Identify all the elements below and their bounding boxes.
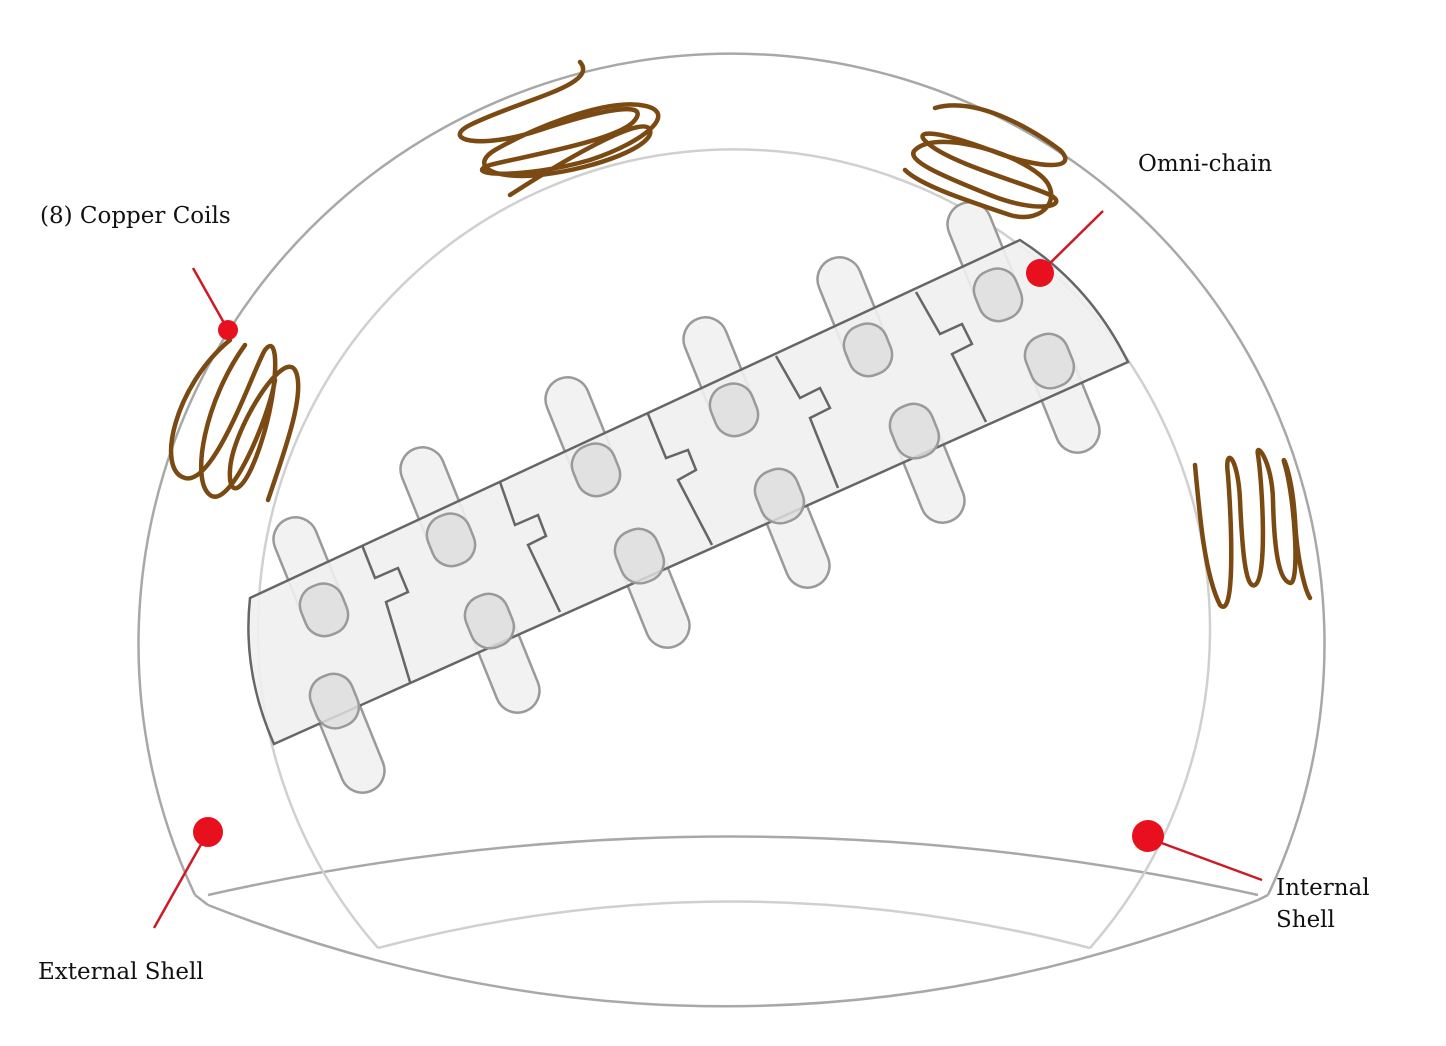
chain-link-joint: [914, 291, 988, 423]
markers: [193, 259, 1164, 852]
internal-shell-label: Internal Shell: [1276, 872, 1370, 936]
internal-shell-leader: [1147, 836, 1263, 882]
chain-pin-overlap: [1023, 332, 1076, 390]
external-shell-base-top: [207, 835, 1259, 897]
external-shell-leader: [152, 831, 210, 929]
external-shell: [137, 52, 1326, 1008]
chain-pin-overlap: [888, 402, 941, 460]
chain-pin-overlap: [842, 322, 894, 378]
chain-pin-overlap: [308, 672, 361, 730]
chain-pin-overlap: [613, 527, 666, 585]
internal-shell-label-line2: Shell: [1276, 907, 1335, 933]
chain-link-joint: [360, 544, 412, 683]
chain-link-dividers: [360, 291, 988, 683]
copper-coils-marker: [218, 320, 238, 340]
internal-shell-label-line1: Internal: [1276, 875, 1370, 901]
chain-link-joint: [774, 355, 840, 489]
copper-coil-icon: [168, 337, 301, 503]
internal-shell-base: [377, 900, 1091, 950]
chain-pin-overlap: [708, 382, 760, 438]
chain-pin-overlap: [425, 512, 477, 568]
chain-pins-overlap: [298, 267, 1076, 730]
chain-pin-overlap: [972, 267, 1024, 323]
omni-chain: [247, 201, 1130, 794]
copper-coils-label: (8) Copper Coils: [40, 203, 231, 229]
leader-lines: [152, 210, 1263, 929]
copper-coil-icon: [1192, 447, 1313, 609]
chain-pin-overlap: [298, 582, 350, 638]
external-shell-marker: [193, 817, 223, 847]
external-shell-base-bottom: [207, 898, 1259, 1008]
omni-chain-marker: [1026, 259, 1054, 287]
copper-coil-icon: [902, 103, 1068, 220]
copper-coils-leader: [191, 267, 230, 331]
chain-pin-overlap: [570, 442, 622, 498]
copper-coil-icon: [457, 59, 661, 198]
copper-coils: [168, 59, 1313, 609]
omni-chain-label: Omni-chain: [1138, 151, 1273, 177]
chain-link-joint: [498, 481, 562, 613]
external-shell-base-right-join: [1257, 893, 1269, 902]
external-shell-base-left-join: [194, 894, 209, 906]
chain-pin-overlap: [753, 467, 806, 525]
chain-pin-overlap: [463, 592, 516, 650]
internal-shell-marker: [1132, 820, 1164, 852]
external-shell-label: External Shell: [38, 959, 204, 985]
external-shell-dome: [137, 52, 1326, 896]
chain-link-joint: [646, 413, 714, 546]
omni-chain-leader: [1039, 210, 1104, 274]
